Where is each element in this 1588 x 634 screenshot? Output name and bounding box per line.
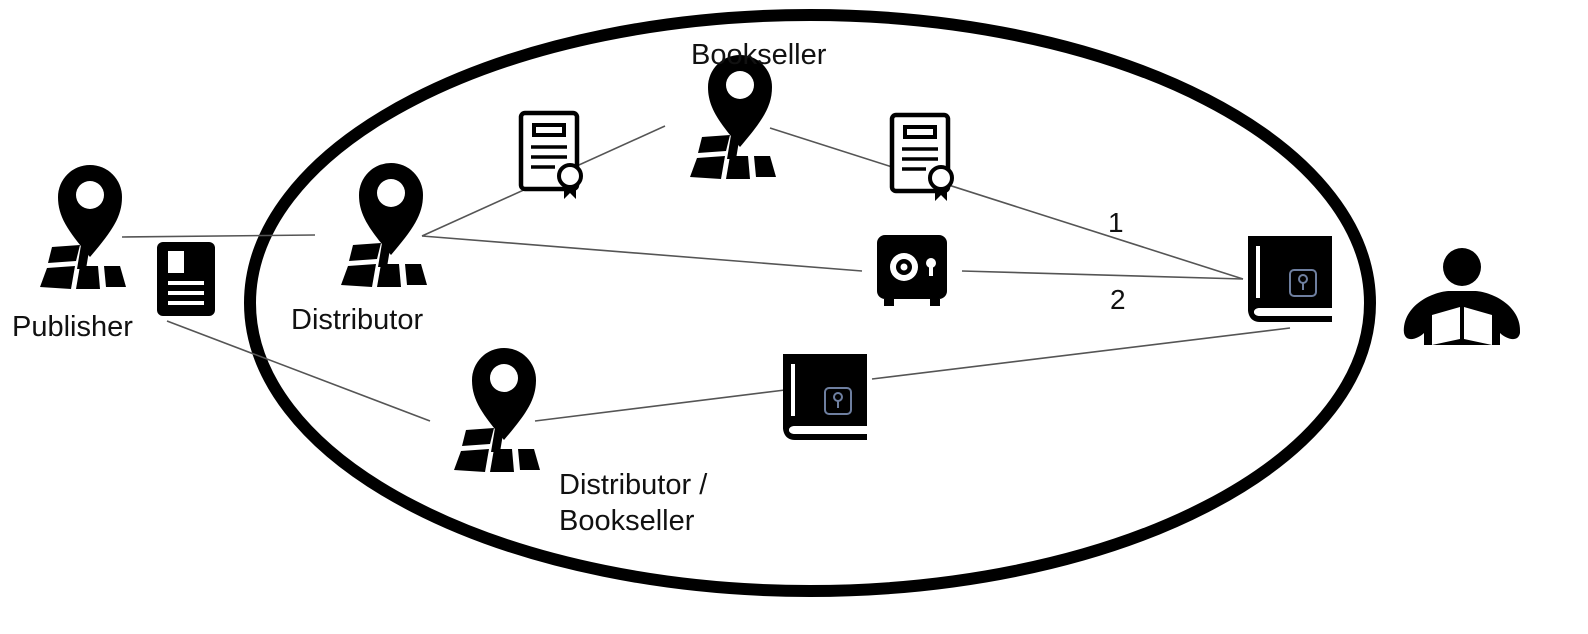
- certificate-icon-left: [521, 113, 581, 199]
- distributor-label: Distributor: [291, 304, 423, 336]
- edge-bookseller-lockedbook: [769, 127, 1244, 280]
- distributor-map-pin-icon: [341, 163, 427, 287]
- reader-icon: [1403, 248, 1521, 345]
- distributor-bookseller-map-pin-icon: [454, 348, 540, 472]
- publisher-label: Publisher: [12, 311, 133, 343]
- edge-distributor-bookseller-book: [534, 389, 786, 422]
- bookseller-map-pin-icon: [690, 55, 776, 179]
- edge-publisher-distributor-bookseller: [166, 320, 431, 422]
- edge-vault-lockedbook: [961, 270, 1244, 280]
- distributor-bookseller-label-line2: Bookseller: [559, 505, 695, 537]
- edge-book-lockedbook: [871, 327, 1291, 380]
- safe-vault-icon: [877, 235, 947, 306]
- edges: [121, 125, 1291, 422]
- edge-publisher-distributor: [121, 234, 316, 238]
- network-boundary: [244, 9, 1376, 597]
- locked-book-icon-right: [1247, 235, 1333, 323]
- route-label-1: 1: [1108, 207, 1124, 238]
- distributor-bookseller-label-line1: Distributor /: [559, 469, 708, 501]
- document-icon: [157, 242, 215, 316]
- edge-distributor-vault: [421, 235, 863, 272]
- route-label-2: 2: [1110, 284, 1126, 315]
- bookseller-label: Bookseller: [691, 39, 827, 71]
- certificate-icon-right: [892, 115, 952, 201]
- locked-book-icon-center: [782, 353, 868, 441]
- publisher-map-pin-icon: [40, 165, 126, 289]
